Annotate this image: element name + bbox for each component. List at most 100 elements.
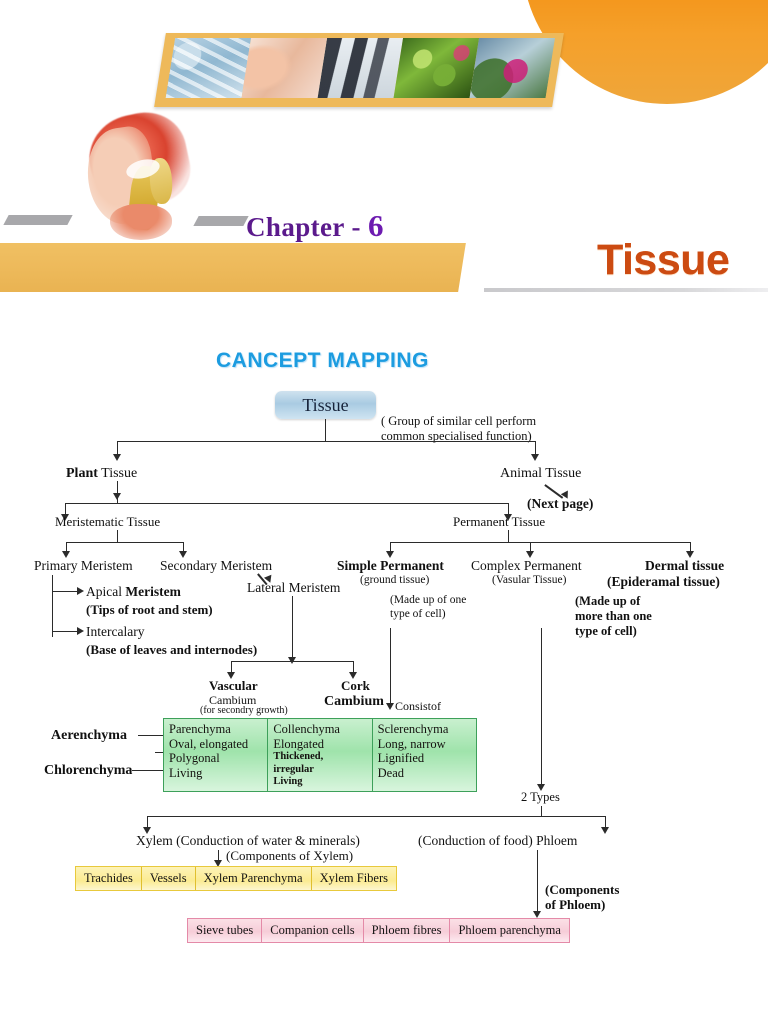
chapter-number: 6 (368, 208, 384, 243)
note-next-page: (Next page) (527, 496, 594, 511)
connector-twotypes-stem (541, 806, 542, 816)
simple-tissue-table: Parenchyma Oval, elongated Polygonal Liv… (163, 718, 477, 792)
connector-meristematic-drop (65, 503, 66, 515)
connector-apical (52, 591, 78, 592)
cell-parenchyma-l3: Living (169, 765, 203, 780)
node-vascular-cambium-sub: Cambium (209, 693, 257, 707)
phloem-components-table: Sieve tubes Companion cells Phloem fibre… (187, 918, 570, 943)
note-complex-made-up: (Made up of more than one type of cell) (575, 594, 652, 638)
arrow-complex-permanent (526, 551, 534, 558)
connector-intercalary (52, 631, 78, 632)
connector-level2-bar (65, 503, 508, 504)
connector-permanent-stem (508, 530, 509, 542)
chapter-label: Chapter - 6 (246, 208, 384, 244)
arrow-intercalary (77, 627, 84, 635)
node-apical-meristem: Apical Meristem (86, 584, 181, 599)
node-simple-permanent: Simple Permanent (337, 558, 444, 573)
connector-phloem-comp (537, 850, 538, 914)
connector-aerenchyma (138, 735, 163, 736)
connector-phloem-drop (605, 816, 606, 828)
connector-dermal-drop (690, 542, 691, 552)
xylem-cell-parenchyma: Xylem Parenchyma (196, 867, 312, 890)
table-column-sclerenchyma: Sclerenchyma Long, narrow Lignified Dead (373, 719, 476, 791)
arrow-vascular-cambium (227, 672, 235, 679)
connector-simple-drop (390, 542, 391, 552)
node-xylem: Xylem (Conduction of water & minerals) (136, 833, 360, 848)
cell-sclerenchyma-name: Sclerenchyma (377, 722, 449, 736)
connector-chlorenchyma (132, 770, 163, 771)
arrow-permanent (504, 514, 512, 521)
table-column-parenchyma: Parenchyma Oval, elongated Polygonal Liv… (164, 719, 269, 791)
phloem-cell-companion-cells: Companion cells (262, 919, 364, 942)
cell-parenchyma-name: Parenchyma (169, 722, 231, 736)
connector-cambium-bar (231, 661, 353, 662)
phloem-cell-parenchyma: Phloem parenchyma (458, 923, 561, 937)
note-intercalary-location: (Base of leaves and internodes) (86, 642, 258, 657)
note-ground-tissue: (ground tissue) (360, 574, 430, 586)
node-plant-tissue: Plant Tissue (66, 466, 138, 481)
table-column-collenchyma: Collenchyma Elongated Thickened, irregul… (268, 719, 373, 791)
cell-collenchyma-name: Collenchyma (273, 722, 340, 736)
phloem-cell-sieve-tubes: Sieve tubes (188, 919, 263, 942)
label-two-types: 2 Types (521, 790, 560, 804)
connector-permanent-drop (508, 503, 509, 515)
phloem-cell-fibres: Phloem fibres (364, 919, 451, 942)
connector-plant-stem2 (117, 481, 118, 503)
connector-primary-drop (66, 542, 67, 552)
arrow-dermal (686, 551, 694, 558)
node-permanent-tissue: Permanent Tissue (453, 514, 546, 529)
note-secondry-growth: (for secondry growth) (200, 705, 288, 716)
connector-xylem-drop (147, 816, 148, 828)
note-apical-location: (Tips of root and stem) (86, 602, 213, 617)
label-aerenchyma: Aerenchyma (51, 728, 127, 743)
arrow-phloem-components (533, 911, 541, 918)
note-consistof: Consistof (395, 699, 442, 713)
root-note: ( Group of similar cell perform common s… (381, 414, 537, 443)
cell-parenchyma-l1: Oval, elongated (169, 736, 249, 751)
connector-meristem-bar (66, 542, 183, 543)
arrow-cork-cambium (349, 672, 357, 679)
note-phloem-components: (Components of Phloem) (545, 882, 620, 913)
connector-complex-down (541, 628, 543, 786)
connector-simple-down (390, 628, 391, 704)
node-cork-cambium-sub: Cambium (324, 694, 384, 709)
xylem-cell-vessels: Vessels (142, 867, 196, 890)
arrow-simple-permanent (386, 551, 394, 558)
arrow-meristematic (61, 514, 69, 521)
connector-primary-bracket (52, 575, 53, 637)
connector-level1-bar (117, 441, 535, 442)
node-phloem: (Conduction of food) Phloem (418, 833, 578, 848)
node-animal-tissue: Animal Tissue (500, 466, 582, 481)
arrow-animal (531, 454, 539, 461)
node-secondary-meristem: Secondary Meristem (160, 558, 273, 573)
connector-lateral-down (292, 596, 293, 658)
connector-xp-bar (147, 816, 605, 817)
note-simple-made-up: (Made up of one type of cell) (390, 594, 467, 620)
node-dermal-tissue: Dermal tissue (645, 558, 725, 573)
connector-complex-drop (530, 542, 531, 552)
node-tissue-root-label: Tissue (302, 395, 349, 415)
node-vascular-cambium: Vascular (209, 678, 258, 693)
cell-collenchyma-s1: Thickened, (273, 751, 324, 763)
connector-secondary-drop (183, 542, 184, 552)
arrow-apical (77, 587, 84, 595)
connector-bracket-tip (155, 752, 164, 753)
plant-photo (393, 38, 480, 98)
knee-anatomy-illustration (81, 104, 197, 240)
flower-photo (469, 38, 556, 98)
node-complex-permanent: Complex Permanent (471, 558, 582, 573)
arrow-xylem (143, 827, 151, 834)
connector-permanent-bar (390, 542, 690, 543)
gold-banner (0, 243, 466, 292)
connector-root-stem (325, 419, 326, 441)
connector-cork-drop (353, 661, 354, 673)
node-cork-cambium: Cork (341, 678, 370, 693)
xylem-components-table: Trachides Vessels Xylem Parenchyma Xylem… (75, 866, 397, 891)
cell-parenchyma-l2: Polygonal (169, 751, 220, 766)
cell-collenchyma-l1: Elongated (273, 736, 325, 751)
microscope-photo (317, 38, 404, 98)
node-intercalary: Intercalary (86, 624, 145, 639)
header-photo-frame (154, 33, 564, 107)
connector-xylem-comp (218, 850, 219, 864)
